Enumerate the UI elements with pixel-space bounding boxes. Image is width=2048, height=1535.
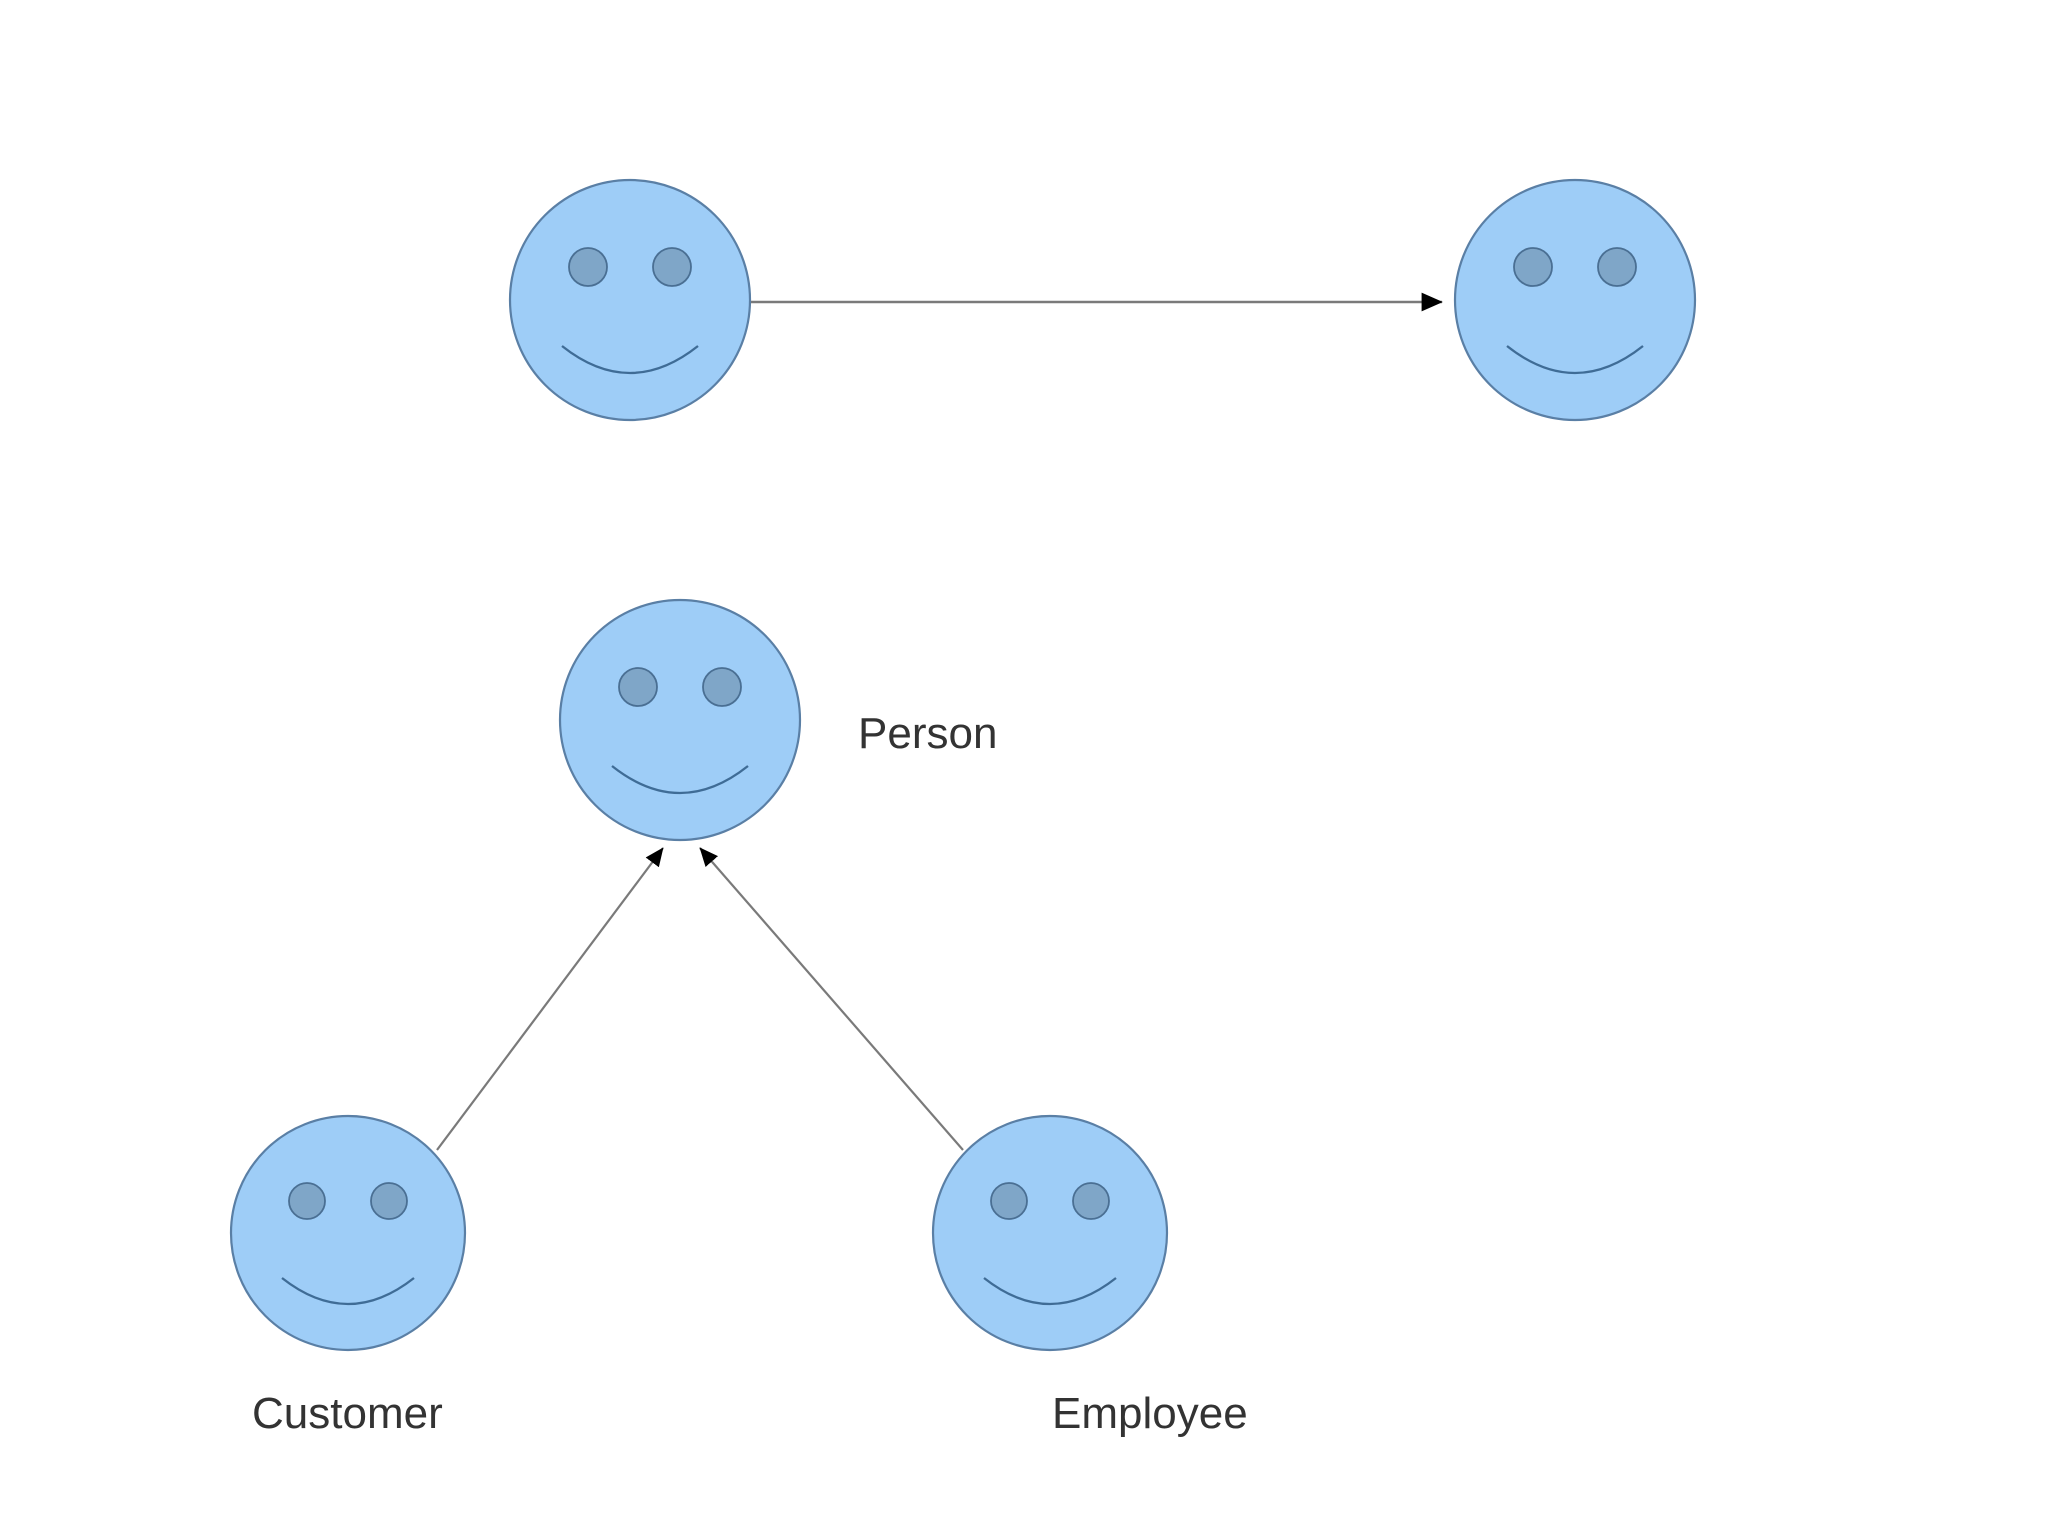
- actor-face: [229, 1114, 467, 1352]
- actor-eye-left: [568, 247, 608, 287]
- actor-mouth: [611, 765, 749, 794]
- actor-mouth: [983, 1277, 1117, 1305]
- edge-employee-person[interactable]: [699, 847, 964, 1151]
- actor-eye-left: [1513, 247, 1553, 287]
- node-customer-actor[interactable]: [229, 1114, 467, 1352]
- actor-face: [508, 178, 752, 422]
- node-label-customer: Customer: [252, 1389, 443, 1438]
- actor-face: [1453, 178, 1697, 422]
- node-employee-actor[interactable]: [931, 1114, 1169, 1352]
- actor-eye-right: [702, 667, 742, 707]
- node-person-actor[interactable]: [558, 598, 802, 842]
- edge-customer-person[interactable]: [436, 847, 664, 1151]
- actor-eye-right: [370, 1182, 408, 1220]
- node-top-right-actor[interactable]: [1453, 178, 1697, 422]
- edge-line: [699, 847, 964, 1151]
- edge-layer: [436, 292, 1443, 1151]
- actor-mouth: [1506, 345, 1644, 374]
- node-top-left-actor[interactable]: [508, 178, 752, 422]
- actor-eye-left: [288, 1182, 326, 1220]
- actor-eye-right: [1597, 247, 1637, 287]
- node-layer: [229, 178, 1697, 1352]
- actor-eye-right: [1072, 1182, 1110, 1220]
- actor-mouth: [561, 345, 699, 374]
- actor-eye-left: [990, 1182, 1028, 1220]
- actor-mouth: [281, 1277, 415, 1305]
- node-label-person: Person: [858, 709, 998, 758]
- actor-eye-left: [618, 667, 658, 707]
- actor-eye-right: [652, 247, 692, 287]
- node-label-employee: Employee: [1052, 1389, 1248, 1438]
- actor-face: [558, 598, 802, 842]
- actor-face: [931, 1114, 1169, 1352]
- edge-line: [436, 847, 664, 1151]
